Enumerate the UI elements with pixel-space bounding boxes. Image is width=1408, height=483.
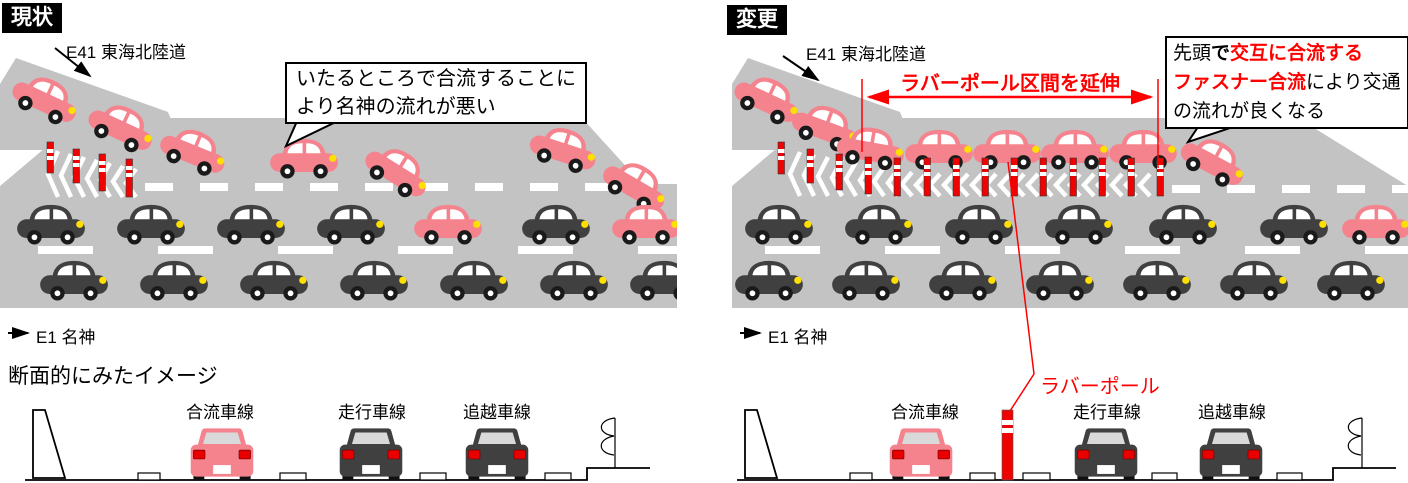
pole-extension-label: ラバーポール区間を延伸 bbox=[900, 73, 1120, 95]
callout-text-red1: 交互に合流する bbox=[1230, 43, 1364, 64]
left-cross-section bbox=[25, 409, 650, 481]
right-direction-label: E1 名神 bbox=[768, 328, 828, 347]
right-ramp-road-label: E41 東海北陸道 bbox=[806, 45, 926, 64]
callout-text-plain3: の流れが良くなる bbox=[1173, 101, 1326, 122]
rubber-pole bbox=[1127, 157, 1135, 197]
pole-extension-annotation bbox=[861, 79, 1159, 168]
left-lane-label-drive: 走行車線 bbox=[338, 403, 406, 422]
zipper-merge-callout: 先頭で交互に合流する ファスナー合流により交通 の流れが良くなる bbox=[1165, 36, 1408, 129]
congestion-speech-bubble: いたるところで合流することに より名神の流れが悪い bbox=[285, 62, 587, 124]
cross-section-car bbox=[465, 428, 529, 482]
left-direction-label: E1 名神 bbox=[36, 328, 96, 347]
left-lane-label-merge: 合流車線 bbox=[186, 403, 254, 422]
cross-section-title: 断面的にみたイメージ bbox=[8, 365, 218, 388]
rubber-pole-label: ラバーポール bbox=[1040, 376, 1160, 398]
right-lane-label-drive: 走行車線 bbox=[1073, 403, 1141, 422]
cross-section-car bbox=[889, 428, 953, 482]
callout-text-plain2: により交通 bbox=[1306, 72, 1401, 93]
roadside-marker-left bbox=[600, 417, 616, 456]
rubber-pole bbox=[1098, 157, 1106, 197]
left-lane-dashes bbox=[38, 183, 677, 254]
rubber-pole bbox=[125, 158, 133, 198]
callout-text-red2: ファスナー合流 bbox=[1173, 72, 1307, 93]
bubble-line2: より名神の流れが悪い bbox=[296, 96, 496, 118]
left-ramp-arrow bbox=[54, 47, 92, 78]
cross-section-car bbox=[1199, 428, 1263, 482]
rubber-pole bbox=[98, 153, 106, 192]
right-cross-section-cars bbox=[889, 428, 1263, 482]
rubber-pole bbox=[1039, 157, 1047, 197]
rubber-pole bbox=[864, 156, 872, 195]
right-lane-label-pass: 追越車線 bbox=[1198, 403, 1266, 422]
cross-section-car bbox=[190, 428, 254, 482]
cross-section-rubber-pole bbox=[1001, 409, 1014, 481]
rubber-pole bbox=[893, 157, 901, 197]
left-rubber-poles bbox=[46, 141, 133, 198]
right-lane-dashes bbox=[765, 185, 1408, 254]
left-ramp-road-label: E41 東海北陸道 bbox=[66, 43, 186, 62]
right-rubber-poles bbox=[777, 141, 1164, 197]
rubber-pole bbox=[1010, 157, 1018, 197]
left-cross-section-cars bbox=[190, 428, 529, 482]
cross-section-car bbox=[339, 428, 403, 482]
right-panel-roadway bbox=[728, 58, 1408, 308]
rubber-pole bbox=[952, 157, 960, 197]
callout-text-bold: で bbox=[1211, 43, 1231, 64]
right-ramp-arrow bbox=[782, 55, 820, 82]
rubber-pole bbox=[1069, 157, 1077, 197]
right-cross-section bbox=[737, 409, 1396, 481]
rubber-pole bbox=[1156, 157, 1164, 197]
rubber-pole-leader-line bbox=[1007, 161, 1035, 412]
right-lane-label-merge: 合流車線 bbox=[891, 403, 959, 422]
bubble-line1: いたるところで合流することに bbox=[296, 68, 576, 90]
rubber-pole bbox=[923, 157, 931, 197]
cross-section-car bbox=[1074, 428, 1138, 482]
callout-text-plain: 先頭 bbox=[1173, 43, 1212, 64]
right-panel-badge: 変更 bbox=[727, 5, 787, 35]
left-lane-label-pass: 追越車線 bbox=[463, 403, 531, 422]
left-panel-roadway bbox=[0, 58, 677, 308]
left-panel-badge: 現状 bbox=[2, 3, 62, 33]
roadside-marker-right bbox=[1347, 417, 1363, 456]
rubber-pole bbox=[981, 157, 989, 197]
